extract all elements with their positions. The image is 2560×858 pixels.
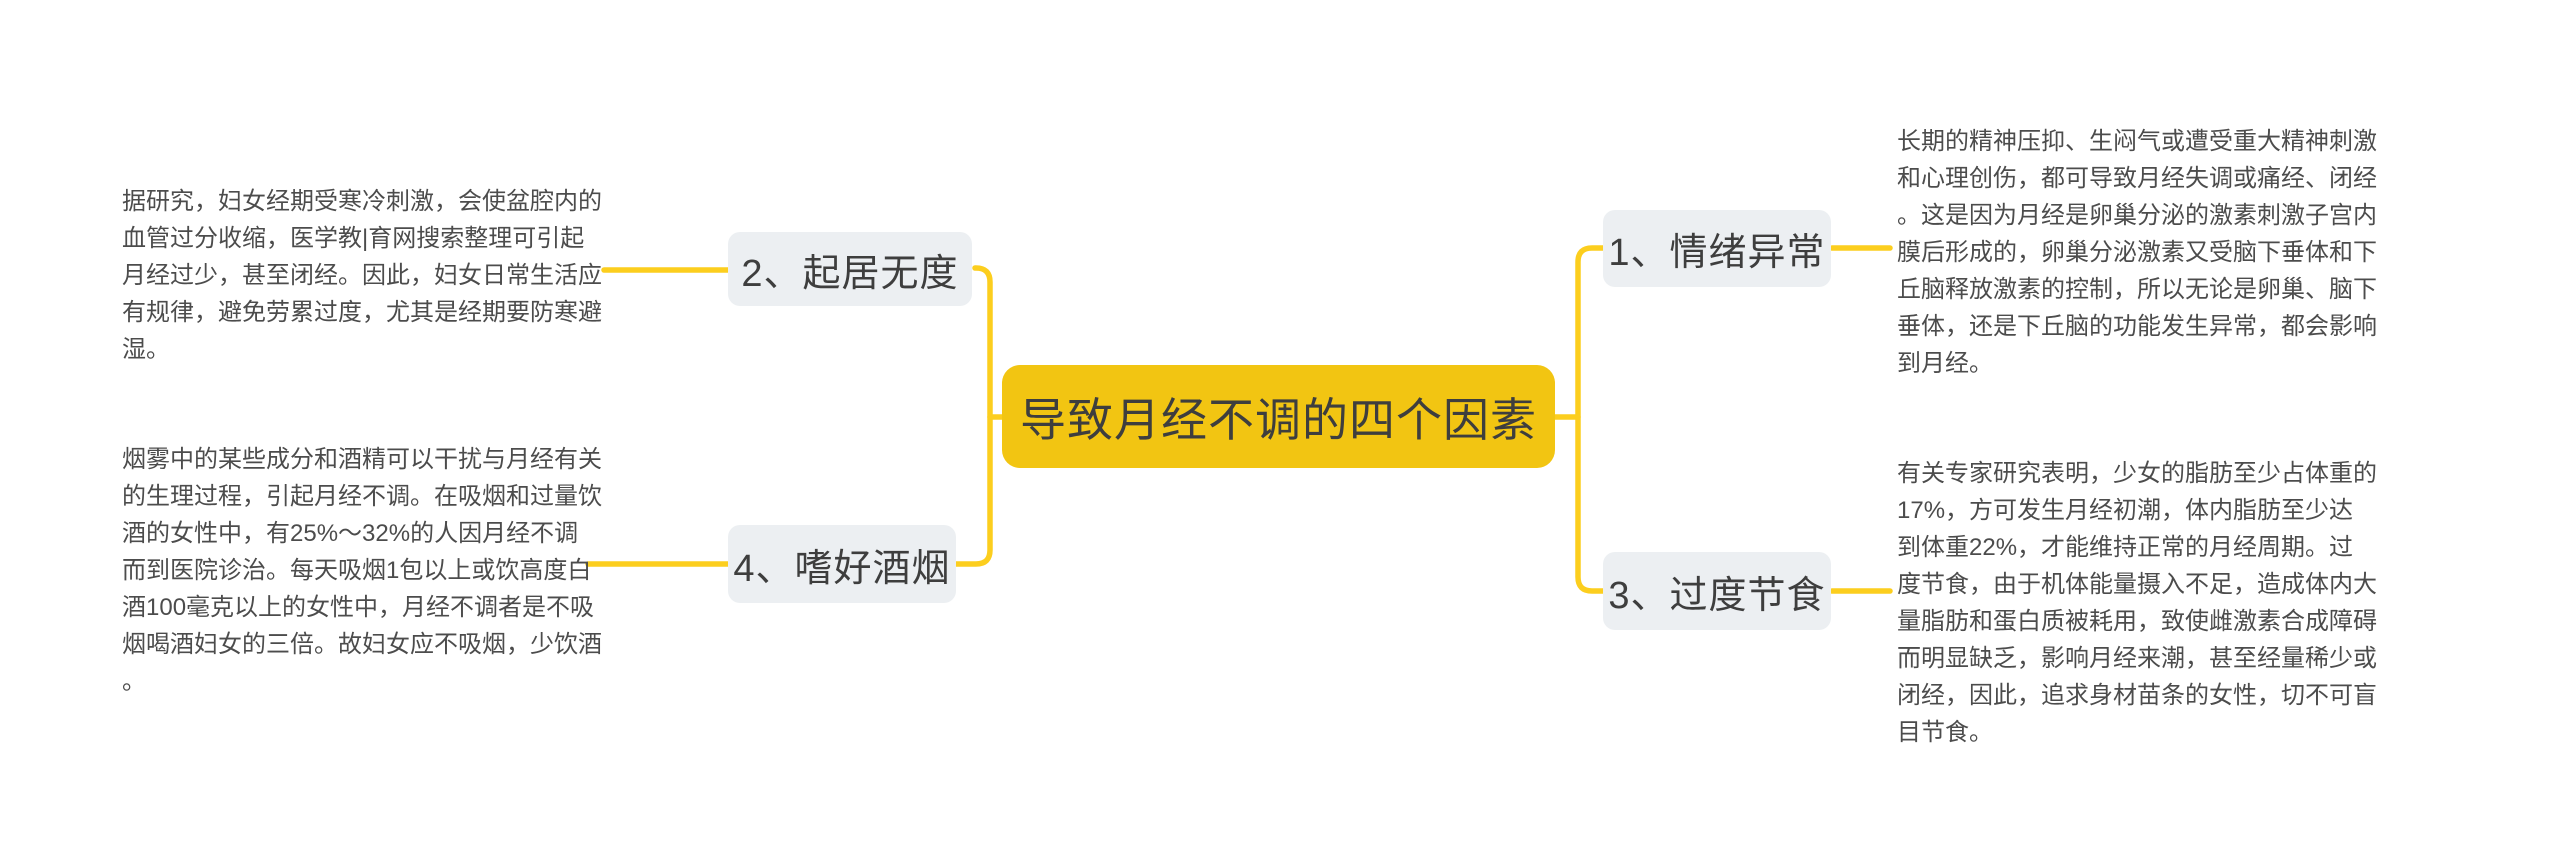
connector-left-bus <box>950 265 993 567</box>
branch-note-irregular-living: 据研究，妇女经期受寒冷刺激，会使盆腔内的 血管过分收缩，医学教|育网搜索整理可引… <box>122 188 602 363</box>
branch-node-alcohol-tobacco[interactable]: 4、嗜好酒烟 <box>728 525 956 603</box>
connector-right-bus <box>1575 245 1608 594</box>
branch-node-irregular-living[interactable]: 2、起居无度 <box>728 232 972 306</box>
branch-note-excessive-dieting: 有关专家研究表明，少女的脂肪至少占体重的 17%，方可发生月经初潮，体内脂肪至少… <box>1897 460 2377 746</box>
branch-note-alcohol-tobacco: 烟雾中的某些成分和酒精可以干扰与月经有关 的生理过程，引起月经不调。在吸烟和过量… <box>122 446 602 695</box>
branch-note-emotion: 长期的精神压抑、生闷气或遭受重大精神刺激 和心理创伤，都可导致月经失调或痛经、闭… <box>1897 128 2377 377</box>
central-topic-node[interactable]: 导致月经不调的四个因素 <box>1002 365 1555 468</box>
branch-node-excessive-dieting[interactable]: 3、过度节食 <box>1603 552 1831 630</box>
branch-node-emotion[interactable]: 1、情绪异常 <box>1603 210 1831 287</box>
